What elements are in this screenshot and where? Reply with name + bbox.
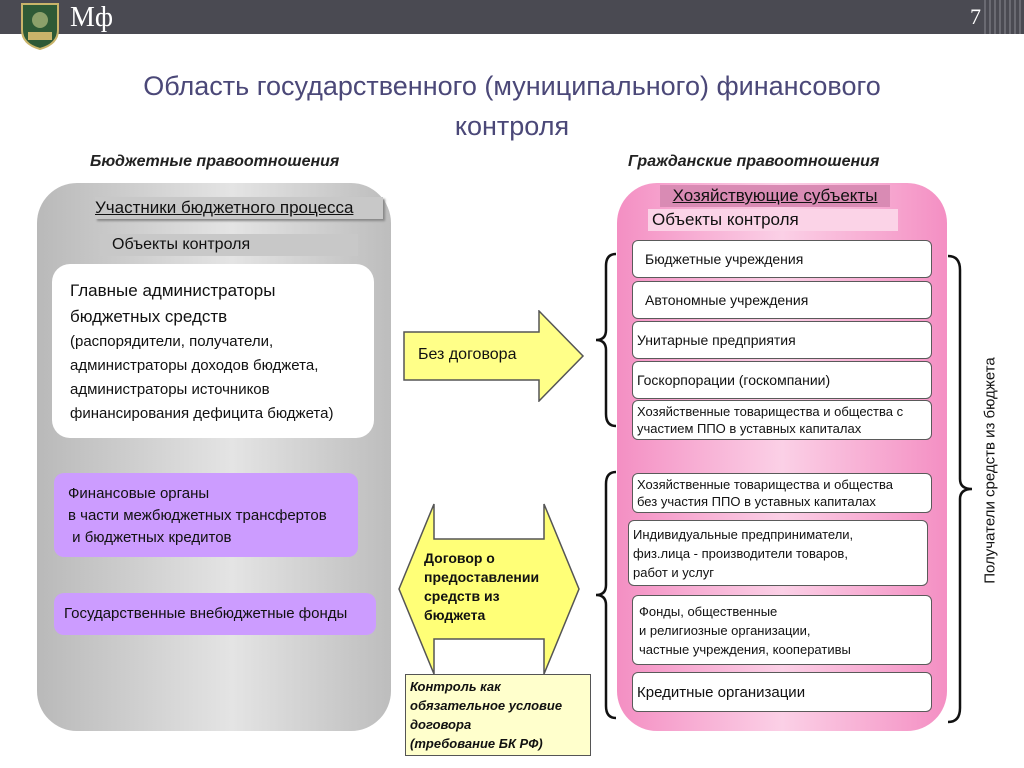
box-line: (распорядители, получатели, bbox=[70, 333, 274, 350]
box-line: финансирования дефицита бюджета) bbox=[70, 405, 334, 422]
item-line: физ.лица - производители товаров, bbox=[633, 546, 848, 561]
right-item: Госкорпорации (госкомпании) bbox=[632, 361, 932, 399]
item-line: работ и услуг bbox=[633, 565, 714, 580]
brand-logo-text: Мф bbox=[70, 2, 114, 33]
no-contract-label: Без договора bbox=[418, 346, 517, 363]
note-line: договора bbox=[410, 717, 472, 732]
item-line: Хозяйственные товарищества и общества bbox=[637, 477, 893, 492]
budget-recipients-label: Получатели средств из бюджета bbox=[981, 357, 999, 584]
right-item: Бюджетные учреждения bbox=[632, 240, 932, 278]
left-column-heading: Бюджетные правоотношения bbox=[90, 153, 340, 170]
decorative-stripes bbox=[984, 0, 1024, 34]
item-line: Фонды, общественные bbox=[639, 604, 778, 619]
note-line: Контроль как bbox=[410, 679, 501, 694]
label-line: Договор о bbox=[424, 550, 495, 566]
participants-label: Участники бюджетного процесса bbox=[95, 197, 383, 219]
item-line: Хозяйственные товарищества и общества с bbox=[637, 404, 904, 419]
financial-bodies-box: Финансовые органы в части межбюджетных т… bbox=[54, 473, 358, 557]
box-line: Главные администраторы bbox=[70, 281, 276, 300]
top-bar bbox=[0, 0, 1024, 34]
right-item: Унитарные предприятия bbox=[632, 321, 932, 359]
box-line: Финансовые органы bbox=[68, 485, 210, 502]
slide-title: Область государственного (муниципального… bbox=[100, 66, 924, 146]
right-brace-icon bbox=[947, 254, 973, 724]
box-line: и бюджетных кредитов bbox=[68, 529, 232, 546]
no-contract-arrow bbox=[403, 310, 585, 402]
economic-entities-label: Хозяйствующие субъекты bbox=[660, 185, 890, 207]
control-condition-note: Контроль как обязательное условие догово… bbox=[405, 674, 591, 756]
right-item: Хозяйственные товарищества и общества с … bbox=[632, 400, 932, 440]
box-line: администраторы доходов бюджета, bbox=[70, 357, 319, 374]
title-line: контроля bbox=[454, 111, 570, 141]
item-line: частные учреждения, кооперативы bbox=[639, 642, 851, 657]
note-line: (требование БК РФ) bbox=[410, 736, 543, 751]
main-administrators-box: Главные администраторы бюджетных средств… bbox=[52, 264, 374, 438]
label-line: предоставлении bbox=[424, 569, 540, 585]
contract-double-arrow bbox=[398, 503, 580, 675]
label-line: бюджета bbox=[424, 607, 486, 623]
right-item: Автономные учреждения bbox=[632, 281, 932, 319]
title-line: Область государственного (муниципального… bbox=[143, 71, 881, 101]
right-control-objects-label: Объекты контроля bbox=[648, 209, 898, 231]
right-item: Кредитные организации bbox=[632, 672, 932, 712]
right-item: Фонды, общественные и религиозные органи… bbox=[632, 595, 932, 665]
control-objects-label: Объекты контроля bbox=[100, 234, 358, 256]
item-line: участием ППО в уставных капиталах bbox=[637, 421, 862, 436]
item-line: и религиозные организации, bbox=[639, 623, 811, 638]
page-number: 7 bbox=[970, 4, 981, 29]
box-line: бюджетных средств bbox=[70, 307, 228, 326]
left-brace-icon bbox=[595, 252, 617, 428]
note-line: обязательное условие bbox=[410, 698, 563, 713]
label-line: средств из bbox=[424, 588, 500, 604]
emblem-icon bbox=[21, 3, 59, 50]
extrabudget-funds-box: Государственные внебюджетные фонды bbox=[54, 593, 376, 635]
box-line: в части межбюджетных трансфертов bbox=[68, 507, 327, 524]
contract-label: Договор о предоставлении средств из бюдж… bbox=[424, 549, 539, 625]
box-line: администраторы источников bbox=[70, 381, 270, 398]
item-line: без участия ППО в уставных капиталах bbox=[637, 494, 876, 509]
right-item: Индивидуальные предприниматели, физ.лица… bbox=[628, 520, 928, 586]
right-column-heading: Гражданские правоотношения bbox=[628, 153, 880, 170]
left-brace-icon bbox=[595, 470, 617, 720]
right-item: Хозяйственные товарищества и общества бе… bbox=[632, 473, 932, 513]
item-line: Индивидуальные предприниматели, bbox=[633, 527, 854, 542]
